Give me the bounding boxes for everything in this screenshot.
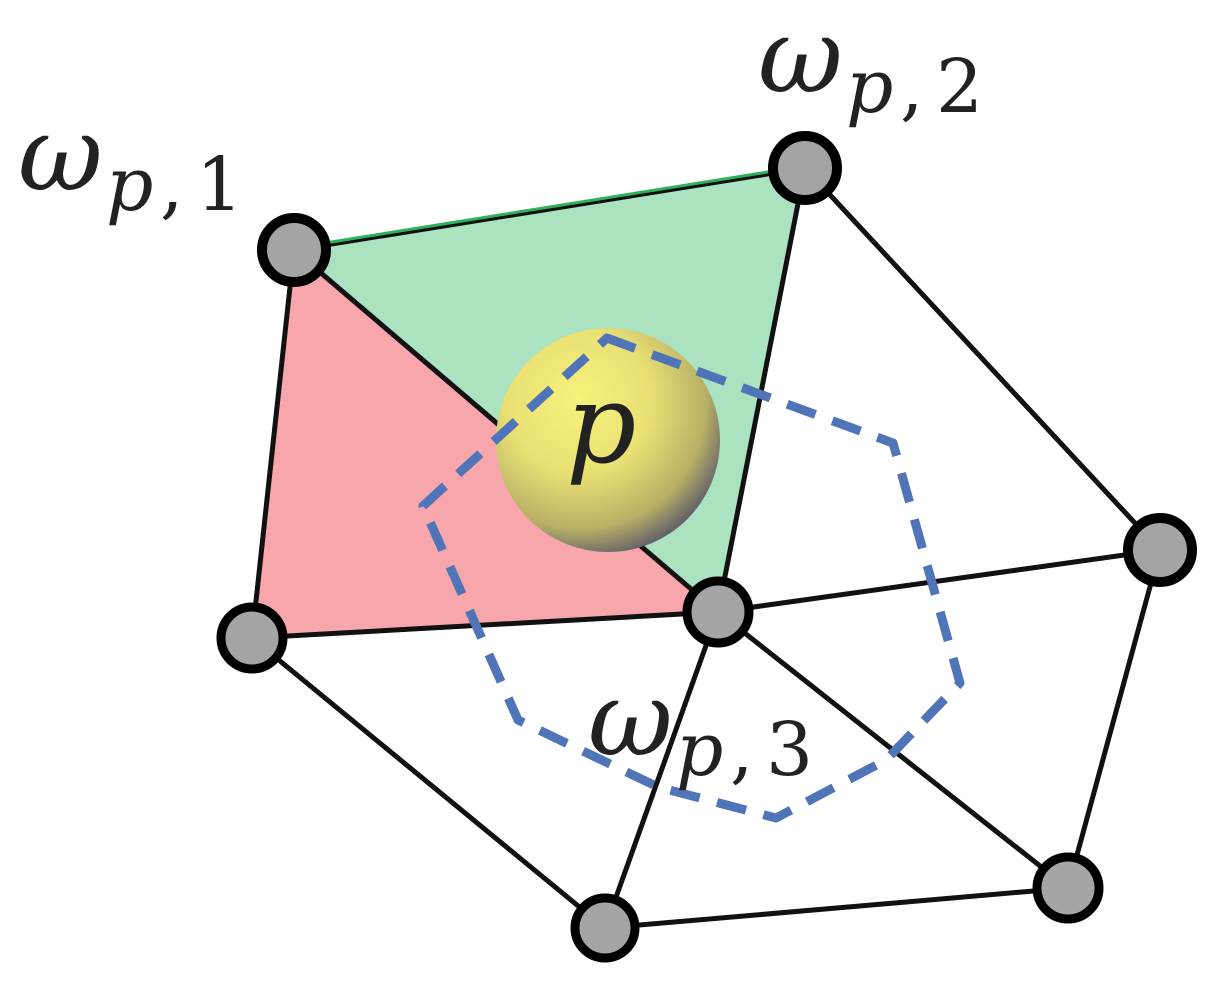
- edge: [291, 165, 808, 253]
- node: [1123, 513, 1197, 587]
- edge: [802, 165, 1163, 553]
- weight-label-2-sep: ,: [900, 44, 924, 130]
- weight-label-3-sub: p: [676, 707, 723, 793]
- edge-green-highlight: [292, 164, 807, 250]
- edge: [249, 635, 608, 931]
- weight-label-1-sep: ,: [160, 142, 184, 228]
- weight-label-2-sub: p: [846, 44, 893, 130]
- edge: [249, 247, 297, 641]
- node: [216, 602, 288, 674]
- node: [768, 131, 842, 205]
- node: [570, 893, 640, 963]
- edge: [715, 547, 1163, 615]
- particle-sphere: [496, 328, 720, 552]
- weight-label-2-base: ω: [758, 0, 843, 117]
- weight-label-3-base: ω: [588, 658, 673, 780]
- weight-label-2: ω p , 2: [758, 0, 983, 130]
- dashed-neighborhood-polygon: [418, 333, 965, 823]
- edge: [602, 885, 1071, 931]
- particle-label: p: [566, 360, 636, 488]
- weight-label-3-sep: ,: [730, 707, 754, 793]
- weight-label-3: ω p , 3: [588, 658, 813, 793]
- edge: [602, 609, 721, 931]
- weight-label-1-index: 1: [196, 142, 243, 228]
- weight-label-2-index: 2: [936, 44, 983, 130]
- edge: [249, 609, 721, 641]
- node: [1032, 852, 1104, 924]
- mesh-nodes: [216, 131, 1197, 963]
- weight-label-1: ω p , 1: [18, 93, 243, 228]
- weight-label-1-sub: p: [106, 142, 153, 228]
- edge: [1065, 547, 1163, 891]
- weight-label-3-index: 3: [766, 707, 813, 793]
- weight-label-1-base: ω: [18, 93, 103, 215]
- node: [682, 576, 754, 648]
- node: [257, 213, 331, 287]
